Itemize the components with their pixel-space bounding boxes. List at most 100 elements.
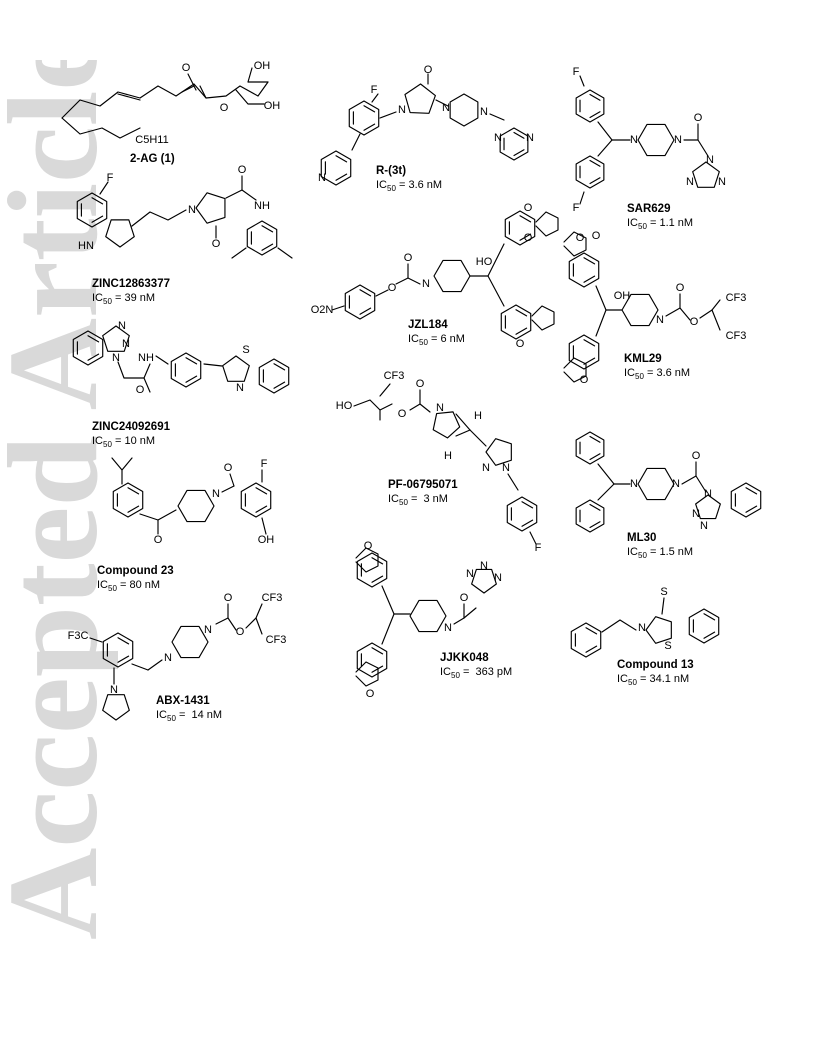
double-bond [335,173,348,181]
bond [143,377,151,393]
atom-label: S [242,344,249,356]
bond [255,617,263,635]
chain [247,67,253,83]
ring [575,89,605,123]
compound-name-jjkk: JJKK048 [440,652,489,664]
atom-label: N [686,176,694,188]
watermark-text: Accepted Article [0,60,118,940]
atom-label: F3C [68,630,89,642]
ring [320,150,352,186]
atom-label: OH [614,290,631,302]
compound-name-cpd13: Compound 13 [617,659,694,671]
atom-label: N [480,106,488,118]
atom-label: N [692,508,700,520]
atom-label: N [204,624,212,636]
atom-label: F [371,84,378,96]
bond [507,473,519,491]
atom-label: O [676,282,685,294]
double-bond [589,111,601,119]
double-bond [513,149,525,157]
atom-label: O [592,230,601,242]
atom-label: N [718,176,726,188]
atom-label: C5H11 [135,134,168,146]
bond [199,85,207,99]
bond [455,413,471,431]
atom-label: O [236,626,245,638]
ring [258,358,290,394]
molecule-cpd13: NSS [570,586,720,658]
ic50-pf067: IC50 = 3 nM [388,493,448,508]
ring [695,494,721,520]
atom-label: N [444,622,452,634]
atom-label: N [188,204,196,216]
bond [679,307,691,321]
bond [351,133,361,151]
atom-label: O [416,378,425,390]
atom-label: HO [476,256,493,268]
double-bond [127,487,140,495]
bond [579,75,585,87]
bond [695,475,707,493]
double-bond [117,655,130,663]
atom-label: O [224,462,233,474]
atom-label: N [164,652,172,664]
caption-jzl184: JZL184 IC50 = 6 nM [408,318,465,350]
double-bond [585,627,598,635]
atom-label: H [444,450,452,462]
ic50-zinc128: IC50 = 39 nM [92,292,156,307]
atom-label: N [502,462,510,474]
ic50-kml29: IC50 = 3.6 nM [624,367,691,382]
atom-label: OH [258,534,275,546]
double-bond [185,357,198,365]
atom-label: N [494,132,502,144]
compound-name-r3t: R-(3t) [376,165,407,177]
bond [595,309,607,337]
compound-name-kml29: KML29 [624,353,662,365]
atom-label: O [238,164,247,176]
bond [215,617,229,625]
ring [76,192,108,228]
atom-label: O [692,450,701,462]
bond [407,277,421,285]
atom-label: NH [254,200,270,212]
atom-label: O [690,316,699,328]
atom-label: HN [78,240,94,252]
atom-label: F [107,172,114,184]
bond [229,473,235,487]
double-bond [519,215,532,223]
chain [235,89,265,105]
double-bond [359,289,372,297]
chain [187,73,197,91]
bond [381,613,395,645]
ring [485,438,512,466]
atom-label: O [580,374,589,386]
bond [89,637,103,643]
atom-label: CF3 [262,592,283,604]
bond [379,383,391,397]
compound-name-cpd23: Compound 23 [97,565,174,577]
ring [637,123,675,157]
bond [375,289,389,297]
compound-name-ml30: ML30 [627,532,657,544]
ring [102,325,130,352]
atom-label: O [220,102,229,114]
bond [711,299,721,311]
atom-label: O [136,384,145,396]
ring [195,192,226,224]
bond [371,93,379,103]
chain [131,209,187,227]
double-bond [703,631,716,639]
double-bond [583,339,596,347]
ring [240,482,272,518]
atom-label: O [694,112,703,124]
ic50-abx: IC50 = 14 nM [156,709,223,724]
atom-label: O [524,232,533,244]
atom-label: O [182,62,191,74]
